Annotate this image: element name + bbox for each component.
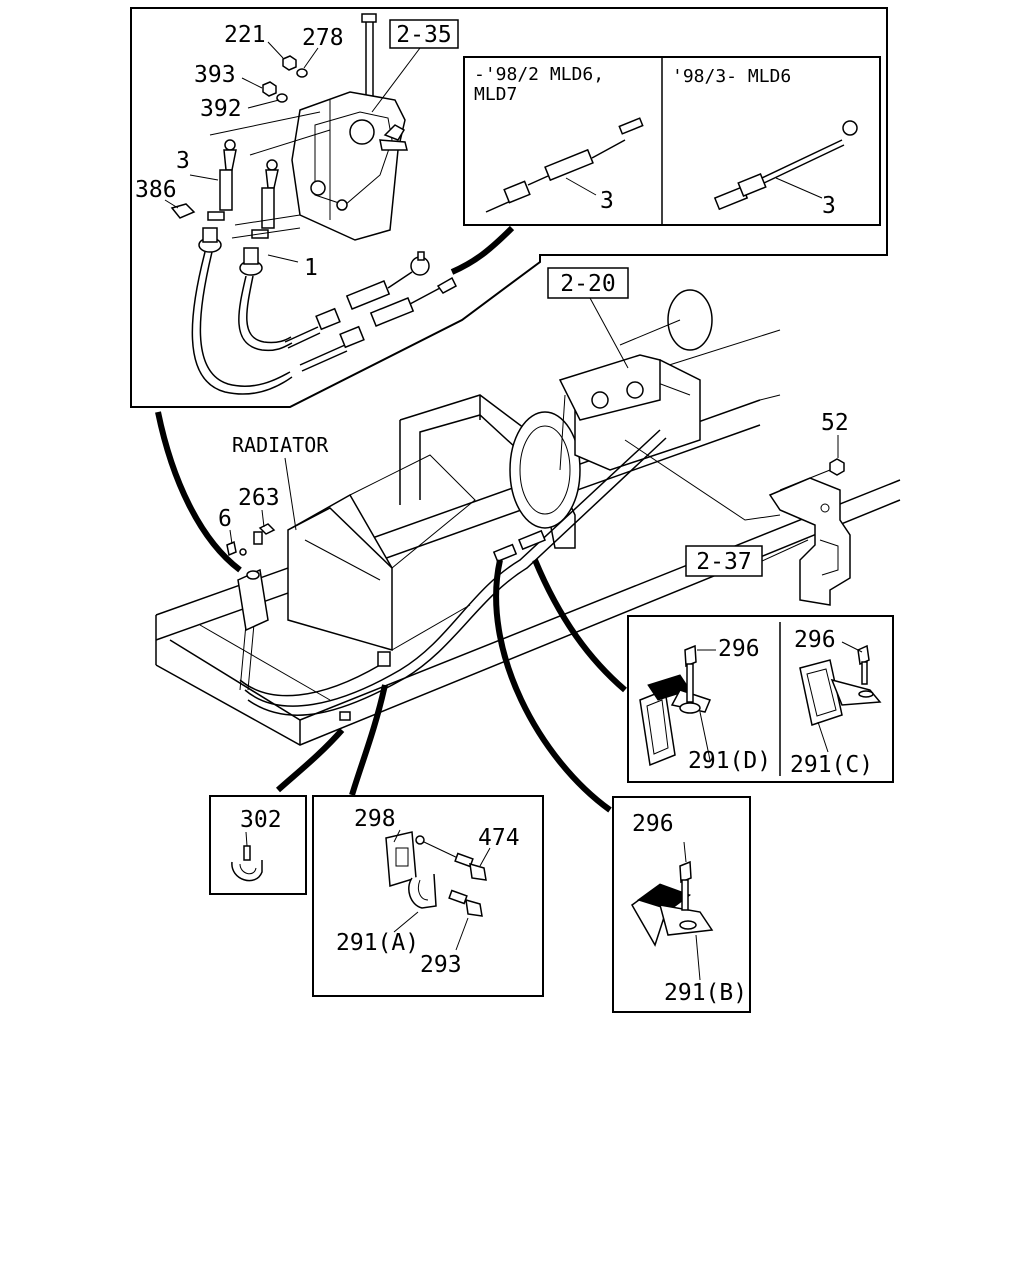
callout-291-c: 291(C) bbox=[790, 752, 873, 778]
chassis-view: RADIATOR 263 6 2-20 52 2-37 bbox=[155, 267, 901, 746]
variant-left-line2: MLD7 bbox=[474, 84, 517, 105]
ref-2-20: 2-20 bbox=[560, 271, 615, 297]
callout-296-c: 296 bbox=[794, 627, 836, 653]
variant-right-num: 3 bbox=[822, 193, 836, 219]
callout-3: 3 bbox=[176, 148, 190, 174]
callout-263: 263 bbox=[238, 485, 280, 511]
callout-52: 52 bbox=[821, 410, 849, 436]
cable-variants-box: -'98/2 MLD6, MLD7 '98/3- MLD6 3 3 bbox=[463, 56, 881, 226]
clamp-detail-box-a: 298 474 291(A) 293 bbox=[312, 795, 544, 997]
clip-6 bbox=[226, 540, 247, 557]
variant-right-line1: '98/3- MLD6 bbox=[672, 66, 791, 87]
clamp-detail-box-b: 296 291(B) bbox=[612, 796, 751, 1013]
clamp-291a bbox=[385, 831, 463, 909]
cable-ends-lower bbox=[284, 251, 457, 372]
callout-278: 278 bbox=[302, 25, 344, 51]
clamp-detail-box-d-c: 296 291(D) 296 291(C) bbox=[627, 615, 894, 783]
clip-detail-box-302: 302 bbox=[209, 795, 307, 895]
callout-474: 474 bbox=[478, 825, 520, 851]
callout-296-d: 296 bbox=[718, 636, 760, 662]
callout-291-b: 291(B) bbox=[664, 980, 747, 1006]
washer-392 bbox=[276, 93, 288, 103]
callout-386: 386 bbox=[135, 177, 177, 203]
ref-box-2-20 bbox=[547, 267, 629, 299]
nut-52 bbox=[829, 458, 845, 476]
cable-left bbox=[191, 139, 293, 395]
radiator-label: RADIATOR bbox=[232, 433, 329, 457]
shift-lever-assembly bbox=[291, 13, 408, 241]
callout-1: 1 bbox=[304, 255, 318, 281]
transmission bbox=[509, 289, 713, 529]
clamp-291b bbox=[631, 841, 714, 981]
radiator bbox=[287, 454, 476, 651]
ref-2-37: 2-37 bbox=[696, 549, 751, 575]
callout-6: 6 bbox=[218, 506, 232, 532]
ref-2-35: 2-35 bbox=[396, 22, 451, 48]
variant-left-num: 3 bbox=[600, 188, 614, 214]
callout-392: 392 bbox=[200, 96, 242, 122]
callout-293: 293 bbox=[420, 952, 462, 978]
callout-291-a: 291(A) bbox=[336, 930, 419, 956]
callout-298: 298 bbox=[354, 806, 396, 832]
washer-278 bbox=[296, 68, 308, 78]
variant-left-line1: -'98/2 MLD6, bbox=[474, 64, 604, 85]
callout-296-b: 296 bbox=[632, 811, 674, 837]
nut-221 bbox=[282, 55, 297, 71]
ref-box-2-35 bbox=[389, 19, 459, 49]
bracket-2-37 bbox=[624, 435, 851, 606]
bolt-474 bbox=[454, 852, 487, 881]
callout-291-d: 291(D) bbox=[688, 748, 771, 774]
cable-right bbox=[238, 159, 293, 352]
callout-393: 393 bbox=[194, 62, 236, 88]
clip-302 bbox=[231, 831, 263, 882]
variant-right-cable: 3 bbox=[713, 120, 858, 219]
callout-302: 302 bbox=[240, 807, 282, 833]
callout-221: 221 bbox=[224, 22, 266, 48]
bolt-293 bbox=[448, 889, 483, 917]
variant-left-cable: 3 bbox=[485, 117, 644, 214]
clamp-291d bbox=[639, 644, 716, 767]
nut-393 bbox=[262, 81, 277, 97]
clamp-291c bbox=[799, 641, 882, 753]
